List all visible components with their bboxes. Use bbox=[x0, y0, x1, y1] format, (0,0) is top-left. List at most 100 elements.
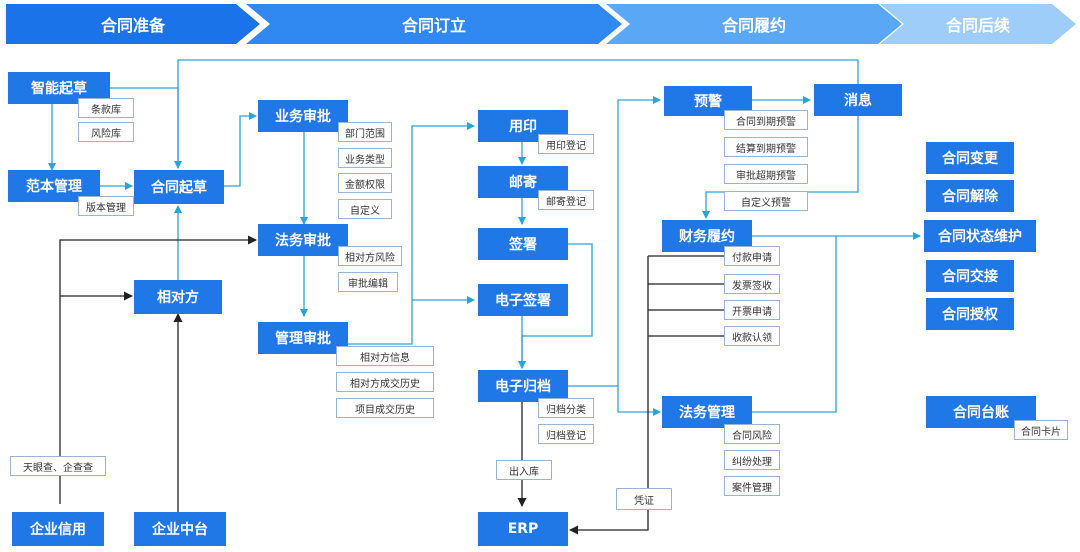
enterprise-platform-box[interactable]: 企业中台 bbox=[134, 512, 226, 546]
contract-ledger-label: 合同台账 bbox=[953, 405, 1009, 421]
counterparty-risk-tag[interactable]: 相对方风险 bbox=[338, 246, 402, 266]
counterparty-history-tag[interactable]: 相对方成交历史 bbox=[336, 372, 434, 392]
stage-contract-signing: 合同订立 bbox=[246, 4, 622, 44]
contract-change-box[interactable]: 合同变更 bbox=[926, 142, 1014, 174]
contract-cancel-label: 合同解除 bbox=[942, 189, 998, 205]
clause-library-tag[interactable]: 条款库 bbox=[78, 98, 134, 118]
esign-box[interactable]: 电子签署 bbox=[478, 284, 568, 316]
settle-warning-tag[interactable]: 结算到期预警 bbox=[724, 137, 808, 157]
approval-overdue-label: 审批超期预警 bbox=[736, 170, 796, 182]
stage-label: 合同订立 bbox=[401, 16, 466, 35]
contract-status-box[interactable]: 合同状态维护 bbox=[924, 220, 1036, 252]
risk-library-label: 风险库 bbox=[91, 128, 121, 140]
contract-draft-box[interactable]: 合同起草 bbox=[134, 170, 224, 204]
tianyancha-label: 天眼查、企查查 bbox=[23, 462, 93, 474]
contract-cancel-box[interactable]: 合同解除 bbox=[926, 180, 1014, 212]
clause-library-label: 条款库 bbox=[91, 104, 121, 116]
counterparty-info-tag[interactable]: 相对方信息 bbox=[336, 346, 434, 366]
counterparty-info-label: 相对方信息 bbox=[360, 352, 410, 364]
mail-register-tag[interactable]: 邮寄登记 bbox=[538, 190, 594, 210]
voucher-tag[interactable]: 凭证 bbox=[616, 488, 672, 510]
connector-archive-to-legal bbox=[617, 386, 661, 416]
seal-register-label: 用印登记 bbox=[546, 140, 586, 152]
enterprise-platform-label: 企业中台 bbox=[152, 522, 208, 538]
finance-performance-label: 财务履约 bbox=[679, 229, 735, 245]
dispute-handling-label: 纠纷处理 bbox=[732, 456, 772, 468]
business-approval-label: 业务审批 bbox=[275, 109, 331, 125]
archive-class-tag[interactable]: 归档分类 bbox=[538, 398, 594, 418]
contract-draft-label: 合同起草 bbox=[151, 180, 207, 196]
template-management-box[interactable]: 范本管理 bbox=[8, 170, 100, 202]
sign-box[interactable]: 签署 bbox=[478, 228, 568, 260]
contract-card-label: 合同卡片 bbox=[1021, 426, 1061, 438]
counterparty-label: 相对方 bbox=[157, 290, 199, 306]
archive-class-label: 归档分类 bbox=[546, 404, 586, 416]
seal-register-tag[interactable]: 用印登记 bbox=[538, 134, 594, 154]
legal-management-label: 法务管理 bbox=[679, 405, 735, 421]
approval-overdue-tag[interactable]: 审批超期预警 bbox=[724, 164, 808, 184]
receipt-claim-tag[interactable]: 收款认领 bbox=[724, 326, 780, 346]
version-management-tag[interactable]: 版本管理 bbox=[78, 196, 134, 216]
contract-handover-box[interactable]: 合同交接 bbox=[926, 260, 1014, 292]
connector-top-loop bbox=[177, 59, 859, 168]
business-approval-box[interactable]: 业务审批 bbox=[258, 100, 348, 132]
biz-type-tag[interactable]: 业务类型 bbox=[338, 148, 392, 168]
enterprise-credit-box[interactable]: 企业信用 bbox=[12, 512, 104, 546]
legal-approval-box[interactable]: 法务审批 bbox=[258, 224, 348, 256]
warning-label: 预警 bbox=[694, 94, 722, 110]
message-box[interactable]: 消息 bbox=[814, 84, 902, 116]
archive-register-label: 归档登记 bbox=[546, 430, 586, 442]
template-management-label: 范本管理 bbox=[26, 179, 82, 195]
tianyancha-tag[interactable]: 天眼查、企查查 bbox=[10, 456, 106, 476]
contract-card-tag[interactable]: 合同卡片 bbox=[1014, 420, 1068, 440]
dept-scope-tag[interactable]: 部门范围 bbox=[338, 122, 392, 142]
archive-register-tag[interactable]: 归档登记 bbox=[538, 424, 594, 444]
invoice-receive-tag[interactable]: 发票签收 bbox=[724, 274, 780, 294]
contract-risk-label: 合同风险 bbox=[732, 430, 772, 442]
amount-auth-tag[interactable]: 金额权限 bbox=[338, 173, 392, 193]
expiry-warning-label: 合同到期预警 bbox=[736, 116, 796, 128]
management-approval-label: 管理审批 bbox=[275, 331, 331, 347]
project-history-label: 项目成交历史 bbox=[355, 404, 415, 416]
earchive-label: 电子归档 bbox=[495, 379, 551, 395]
legal-management-box[interactable]: 法务管理 bbox=[662, 396, 752, 428]
risk-library-tag[interactable]: 风险库 bbox=[78, 122, 134, 142]
contract-change-label: 合同变更 bbox=[942, 151, 998, 167]
stage-contract-followup: 合同后续 bbox=[880, 4, 1076, 44]
contract-ledger-box[interactable]: 合同台账 bbox=[926, 396, 1036, 428]
connector-archive-to-warning bbox=[568, 96, 661, 387]
earchive-box[interactable]: 电子归档 bbox=[478, 370, 568, 402]
message-label: 消息 bbox=[844, 93, 872, 109]
connector-legal-mgmt-to-status bbox=[752, 236, 837, 413]
stage-contract-prep: 合同准备 bbox=[6, 4, 260, 44]
receipt-claim-label: 收款认领 bbox=[732, 332, 772, 344]
contract-authorize-label: 合同授权 bbox=[942, 307, 998, 323]
project-history-tag[interactable]: 项目成交历史 bbox=[336, 398, 434, 418]
invoice-request-tag[interactable]: 开票申请 bbox=[724, 300, 780, 320]
mail-register-label: 邮寄登记 bbox=[546, 196, 586, 208]
biz-type-label: 业务类型 bbox=[345, 154, 385, 166]
dispute-handling-tag[interactable]: 纠纷处理 bbox=[724, 450, 780, 470]
legal-approval-label: 法务审批 bbox=[275, 233, 331, 249]
case-management-tag[interactable]: 案件管理 bbox=[724, 476, 780, 496]
counterparty-box[interactable]: 相对方 bbox=[134, 280, 222, 314]
custom-warning-tag[interactable]: 自定义预警 bbox=[724, 191, 808, 211]
case-management-label: 案件管理 bbox=[732, 482, 772, 494]
contract-risk-tag[interactable]: 合同风险 bbox=[724, 424, 780, 444]
management-approval-box[interactable]: 管理审批 bbox=[258, 322, 348, 354]
counterparty-history-label: 相对方成交历史 bbox=[350, 378, 420, 390]
approval-edit-label: 审批编辑 bbox=[348, 278, 388, 290]
dept-scope-label: 部门范围 bbox=[345, 128, 385, 140]
contract-authorize-box[interactable]: 合同授权 bbox=[926, 298, 1014, 330]
custom-warning-label: 自定义预警 bbox=[741, 197, 791, 209]
custom-tag[interactable]: 自定义 bbox=[338, 199, 392, 219]
erp-box[interactable]: ERP bbox=[478, 512, 568, 546]
stage-contract-performance: 合同履约 bbox=[606, 4, 902, 44]
connector-voucher-to-erp bbox=[569, 256, 649, 535]
erp-label: ERP bbox=[507, 521, 539, 537]
payment-request-tag[interactable]: 付款申请 bbox=[724, 246, 780, 266]
in-out-storage-tag[interactable]: 出入库 bbox=[496, 460, 552, 480]
expiry-warning-tag[interactable]: 合同到期预警 bbox=[724, 110, 808, 130]
approval-edit-tag[interactable]: 审批编辑 bbox=[338, 272, 398, 292]
